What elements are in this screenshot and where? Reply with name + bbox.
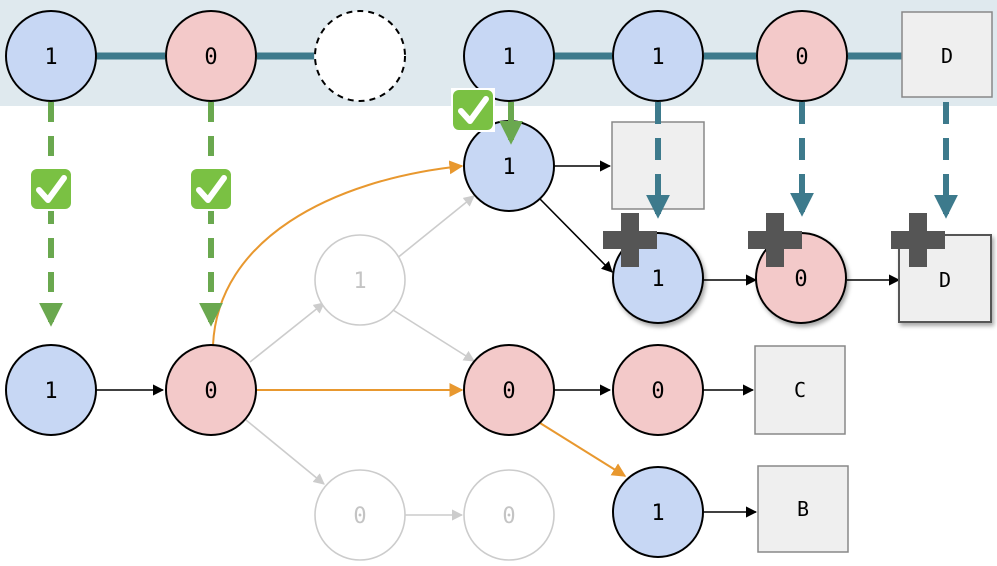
pruned-edge: [249, 302, 325, 363]
query-cell-label: 0: [795, 45, 808, 70]
ghost-node-label: 0: [353, 504, 366, 529]
ghost-node: 0: [314, 469, 406, 561]
plus-icon: [891, 213, 945, 267]
query-cell-wildcard: [314, 10, 406, 102]
query-cell: 1: [612, 10, 704, 102]
trie-node-label: 0: [651, 379, 664, 404]
leaf-label: C: [794, 378, 806, 402]
trie-edge: [539, 198, 613, 273]
pruned-nodes: 1 0 0: [314, 234, 555, 561]
inserted-node-label: D: [939, 268, 951, 292]
check-badges: [29, 88, 495, 211]
inserted-node-label: 1: [651, 267, 664, 292]
ghost-node-label: 1: [353, 269, 366, 294]
inserted-node-label: 0: [794, 267, 807, 292]
match-edges: [212, 160, 627, 477]
insert-arrows: [646, 102, 958, 219]
match-arrows: [39, 102, 523, 327]
trie-leaves: C B: [611, 121, 849, 553]
pruned-edges: [245, 195, 475, 521]
ghost-node: 0: [463, 469, 555, 561]
trie-node-label: 0: [204, 379, 217, 404]
query-cell-label: 1: [502, 45, 515, 70]
plus-icon: [603, 213, 657, 267]
trie-node: 0: [612, 344, 704, 436]
check-icon: [451, 88, 495, 132]
trie-node: 0: [165, 344, 257, 436]
query-cell-label: D: [941, 44, 953, 68]
plus-icons: [603, 213, 945, 267]
leaf-box: B: [757, 465, 849, 553]
trie-node: 1: [612, 466, 704, 558]
pruned-edge: [395, 195, 475, 260]
query-cell: 0: [165, 10, 257, 102]
trie-node: 1: [463, 120, 555, 212]
trie-node-label: 1: [502, 155, 515, 180]
match-edge: [539, 422, 627, 477]
trie-node-label: 0: [502, 379, 515, 404]
plus-icon: [748, 213, 802, 267]
trie-node: 0: [463, 344, 555, 436]
query-cell-leaf: D: [901, 11, 993, 98]
query-cell: 1: [463, 10, 555, 102]
check-icon: [189, 167, 233, 211]
query-cell-label: 1: [44, 45, 57, 70]
trie-node-label: 1: [651, 501, 664, 526]
trie-nodes: 1 0 1 0 0 1: [5, 120, 704, 558]
trie-node: 1: [5, 344, 97, 436]
ghost-node: 1: [314, 234, 406, 326]
query-cells: 1 0 1 1 0 D: [5, 10, 993, 102]
query-cell: 1: [5, 10, 97, 102]
pruned-edge: [392, 309, 475, 362]
query-cell-label: 0: [204, 45, 217, 70]
check-icon: [29, 167, 73, 211]
query-cell: 0: [756, 10, 848, 102]
pruned-edge: [245, 419, 325, 485]
leaf-box: C: [754, 345, 846, 435]
query-cell-label: 1: [651, 45, 664, 70]
trie-edges: [96, 160, 901, 518]
ghost-node-label: 0: [502, 504, 515, 529]
leaf-label: B: [797, 497, 809, 521]
trie-node-label: 1: [44, 379, 57, 404]
